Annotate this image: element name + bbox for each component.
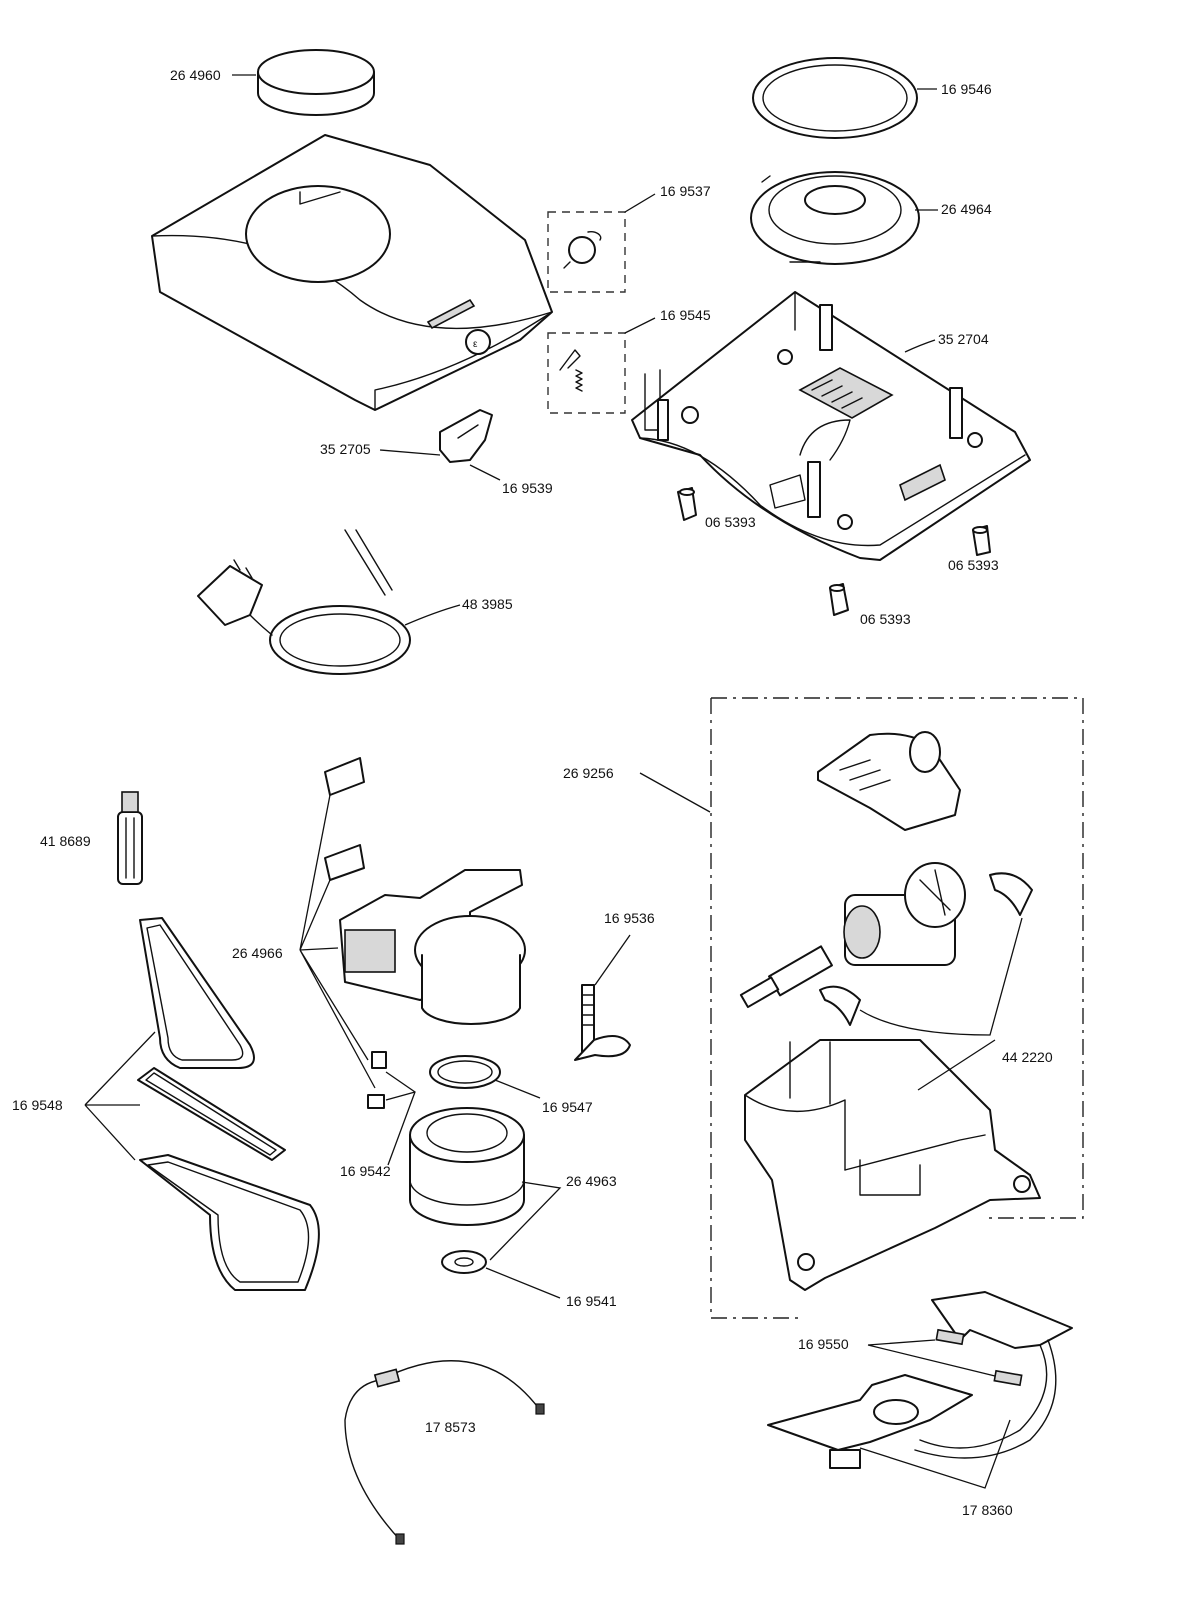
part-tray-264964 xyxy=(750,171,920,265)
part-power-cord-483985 xyxy=(197,529,411,675)
part-clip-169536 xyxy=(574,984,631,1061)
label-269256: 26 9256 xyxy=(563,765,614,781)
label-352704: 35 2704 xyxy=(938,331,989,347)
part-motor-442220 xyxy=(739,862,1033,1026)
part-chassis-264966 xyxy=(339,869,526,1026)
part-foot-065393-b xyxy=(972,525,991,556)
label-169550: 16 9550 xyxy=(798,1336,849,1352)
label-169545: 16 9545 xyxy=(660,307,711,323)
part-motor-housing xyxy=(744,1039,1041,1291)
label-169539: 16 9539 xyxy=(502,480,553,496)
label-264960: 26 4960 xyxy=(170,67,221,83)
label-065393-c: 06 5393 xyxy=(860,611,911,627)
label-065393-a: 06 5393 xyxy=(705,514,756,530)
label-442220: 44 2220 xyxy=(1002,1049,1053,1065)
part-knob-169537 xyxy=(547,211,626,293)
label-418689: 41 8689 xyxy=(40,833,91,849)
label-169541: 16 9541 xyxy=(566,1293,617,1309)
part-oring-169547 xyxy=(429,1055,501,1089)
part-foot-065393-c xyxy=(829,583,849,616)
part-housing-top-cover: ε xyxy=(151,134,553,411)
label-178573: 17 8573 xyxy=(425,1419,476,1435)
part-fuse-418689 xyxy=(117,791,143,885)
part-bushings-169542 xyxy=(367,1051,387,1109)
label-169537: 16 9537 xyxy=(660,183,711,199)
part-base-352704 xyxy=(631,291,1031,561)
label-169536: 16 9536 xyxy=(604,910,655,926)
part-foot-065393-a xyxy=(677,487,697,521)
label-264966: 26 4966 xyxy=(232,945,283,961)
label-352705: 35 2705 xyxy=(320,441,371,457)
part-sensor-178360 xyxy=(767,1291,1073,1469)
part-spring-169545 xyxy=(547,332,626,414)
assembly-boundary-269256 xyxy=(710,697,1084,1319)
part-ring-169546 xyxy=(752,57,918,139)
label-264964: 26 4964 xyxy=(941,201,992,217)
label-065393-b: 06 5393 xyxy=(948,557,999,573)
label-264963: 26 4963 xyxy=(566,1173,617,1189)
label-169547: 16 9547 xyxy=(542,1099,593,1115)
label-178360: 17 8360 xyxy=(962,1502,1013,1518)
part-washer-169541 xyxy=(441,1250,487,1274)
label-169546: 16 9546 xyxy=(941,81,992,97)
part-cup-264963 xyxy=(409,1107,525,1226)
part-cap-264960 xyxy=(257,49,375,116)
label-483985: 48 3985 xyxy=(462,596,513,612)
part-clips-264966 xyxy=(324,757,365,881)
label-169548: 16 9548 xyxy=(12,1097,63,1113)
label-169542: 16 9542 xyxy=(340,1163,391,1179)
part-switch-button xyxy=(439,409,493,463)
part-wire-178573 xyxy=(344,1360,545,1545)
part-motor-cover xyxy=(817,731,961,831)
svg-text:ε: ε xyxy=(473,339,478,350)
part-belts-169548 xyxy=(137,917,320,1291)
